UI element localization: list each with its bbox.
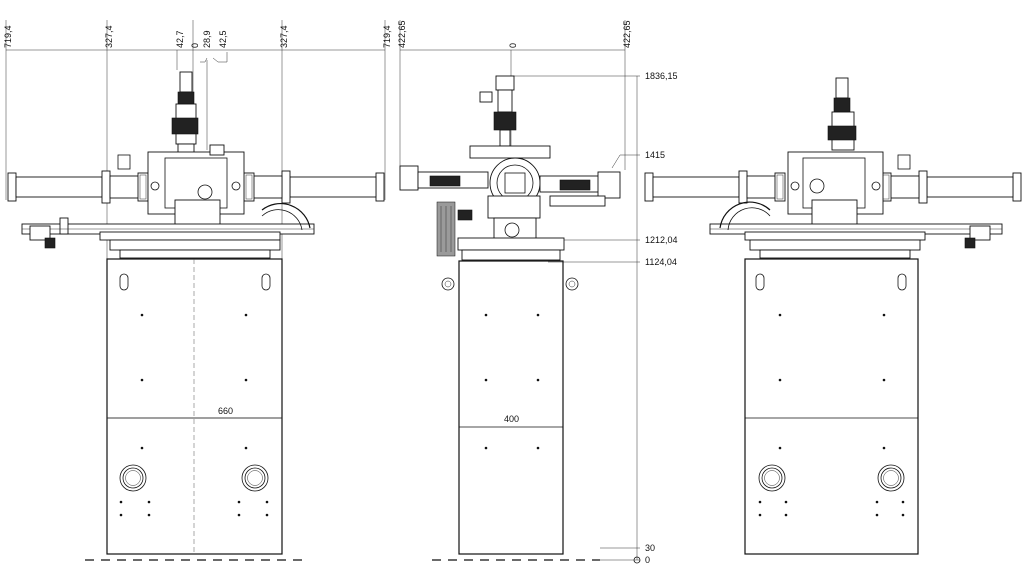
dim-front-42-7: 42,7 [175,30,185,48]
side-dimension-lines [399,20,640,561]
rear-left-arm [644,170,786,204]
dim-side-422-left: 422,65 [397,20,407,48]
dim-front-327-right: 327,4 [279,25,289,48]
side-left-assembly [399,165,489,257]
rear-chamber [787,151,911,226]
dim-front-719-right: 719,4 [382,25,392,48]
height-1124-04: 1124,04 [645,257,677,267]
dim-front-zero: 0 [190,43,200,48]
dim-front-327-left: 327,4 [104,25,114,48]
front-view: 719,4 327,4 42,7 0 28,9 42,5 327,4 719,4 [3,20,392,561]
front-dimension-lines [5,20,386,260]
height-1415: 1415 [645,150,665,160]
height-0: 0 [645,555,650,565]
side-chamber [469,145,551,241]
dim-side-zero: 0 [508,43,518,48]
datum-marker [633,556,641,564]
front-right-arm [243,170,385,204]
front-chamber [117,144,245,226]
front-left-arm [7,170,149,204]
dim-front-719-left: 719,4 [3,25,13,48]
front-top-manipulator [171,71,199,159]
height-30: 30 [645,543,655,553]
height-1836-15: 1836,15 [645,71,678,81]
dim-front-42-5: 42,5 [218,30,228,48]
rear-view [644,77,1022,555]
side-view: 422,65 0 422,65 1836,15 1415 1212,04 112… [397,20,678,565]
rear-platform [709,201,1003,259]
front-width-label: 660 [218,406,233,416]
side-width-label: 400 [504,414,519,424]
side-top-manipulator [479,75,517,147]
dim-front-28-9: 28,9 [202,30,212,48]
side-cabinet [458,260,564,555]
rear-top-manipulator [827,77,857,151]
height-1212-04: 1212,04 [645,235,678,245]
dim-side-422-right: 422,65 [622,20,632,48]
front-platform [21,203,315,259]
side-right-assembly [539,171,621,207]
rear-cabinet [744,258,919,555]
rear-right-arm [880,170,1022,204]
side-base [441,237,579,291]
front-cabinet [106,258,283,555]
